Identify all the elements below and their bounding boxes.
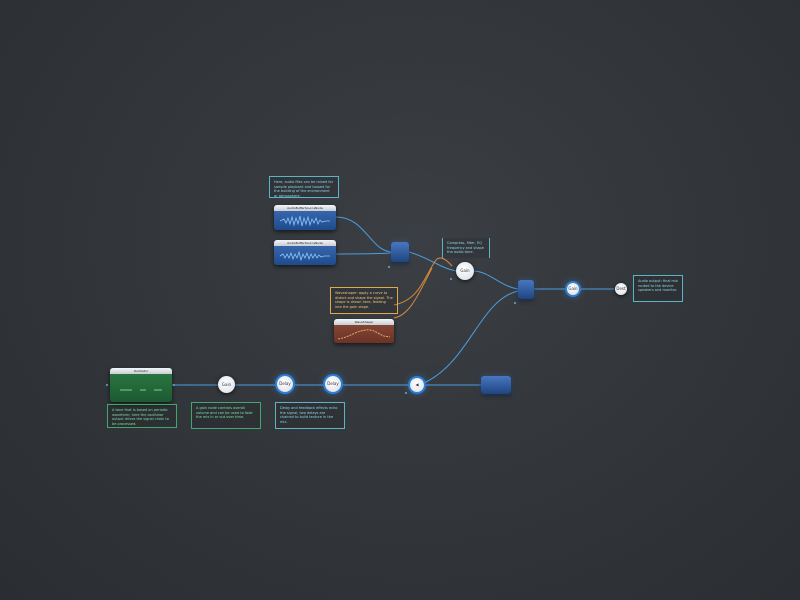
gain-node-mid[interactable]: ◀ (410, 378, 424, 392)
waveform-icon (279, 215, 330, 227)
buffer-source-a-title: AudioBufferSourceNode (274, 205, 336, 211)
waveshaper-node[interactable]: WaveShaper (334, 319, 394, 343)
link-curve-gain-2 (393, 267, 433, 319)
oscillator-node-title: Oscillator (110, 368, 172, 374)
link-curve-gain (393, 257, 453, 306)
destination-node-label: Dest (616, 286, 626, 291)
note-oscillator: A tone that is based on periodic wavefor… (107, 404, 177, 428)
curve-icon (337, 329, 391, 340)
port-dot (106, 384, 108, 386)
volume-icon: ◀ (415, 382, 419, 387)
note-delay: Delay and feedback effects echo the sign… (275, 402, 345, 429)
port-dot (450, 278, 452, 280)
delay-node-2[interactable]: Delay (325, 376, 341, 392)
link-buffer-a-merge (335, 216, 392, 253)
link-buffer-b-merge (335, 252, 392, 255)
square-wave-icon (120, 389, 162, 391)
merger-node[interactable] (391, 242, 409, 262)
gain-node-output-label: Gain (568, 286, 578, 291)
delay-node-1[interactable]: Delay (277, 376, 293, 392)
gain-node-bottom[interactable]: Gain (218, 376, 235, 393)
waveshaper-node-title: WaveShaper (334, 319, 394, 325)
gain-node-output[interactable]: Gain (567, 283, 579, 295)
output-node[interactable] (481, 376, 511, 394)
delay-node-1-label: Delay (279, 381, 291, 386)
note-output: Audio output: final mix routed to the de… (633, 275, 683, 302)
compressor-node[interactable] (518, 280, 534, 299)
port-dot (405, 392, 407, 394)
port-dot (173, 384, 175, 386)
waveform-icon (279, 250, 330, 262)
oscillator-node[interactable]: Oscillator (110, 368, 172, 402)
buffer-source-b[interactable]: AudioBufferSourceNode (274, 240, 336, 265)
port-dot (388, 266, 390, 268)
buffer-source-b-title: AudioBufferSourceNode (274, 240, 336, 246)
port-dot (514, 302, 516, 304)
note-top: Here, audio files can be mixed for sampl… (269, 176, 339, 198)
buffer-source-a[interactable]: AudioBufferSourceNode (274, 205, 336, 230)
note-waveshaper: Waveshaper: apply a curve to distort and… (330, 287, 398, 314)
gain-node-bottom-label: Gain (221, 381, 232, 387)
gain-node-top[interactable]: Gain (456, 262, 474, 280)
note-gain: A gain node controls overall volume and … (191, 402, 261, 429)
delay-node-2-label: Delay (327, 381, 339, 386)
gain-node-top-label: Gain (460, 268, 470, 273)
link-gain-up (425, 290, 519, 383)
note-mid: Compress, filter, EQ frequency and shape… (442, 238, 490, 258)
destination-node[interactable]: Dest (615, 283, 627, 295)
link-gain-box (473, 270, 519, 290)
